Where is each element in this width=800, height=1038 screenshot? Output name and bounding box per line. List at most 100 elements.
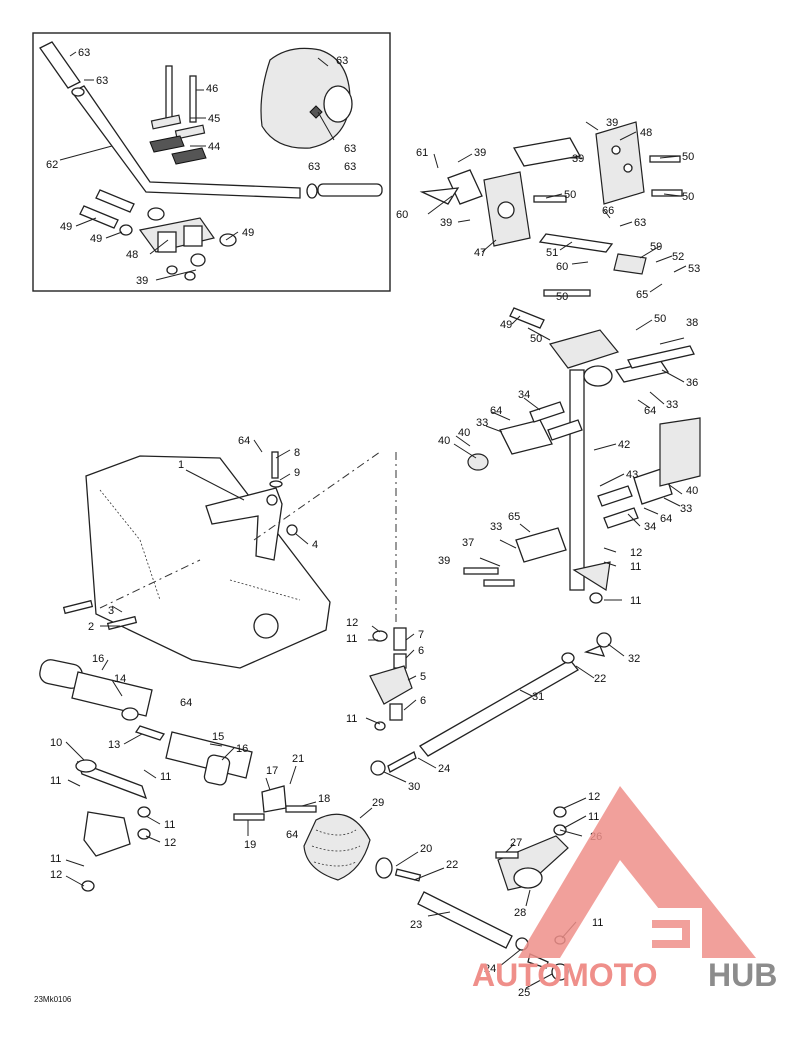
chassis-frame xyxy=(62,451,397,669)
callout-29: 29 xyxy=(372,797,384,809)
callout-27: 27 xyxy=(510,837,522,849)
callout-15: 15 xyxy=(212,731,224,743)
callout-63: 63 xyxy=(634,217,646,229)
callout-51: 51 xyxy=(546,247,558,259)
callout-33b: 33 xyxy=(476,417,488,429)
callout-59b: 63 xyxy=(308,161,320,173)
callout-47: 48 xyxy=(126,249,138,261)
callout-55: 60 xyxy=(556,261,568,273)
callout-11: 11 xyxy=(630,561,641,573)
callout-22b: 22 xyxy=(446,859,458,871)
inset-frame xyxy=(32,32,391,292)
callout-65: 65 xyxy=(636,289,648,301)
callout-11c: 11 xyxy=(346,633,357,645)
callout-64b: 64 xyxy=(180,697,192,709)
callout-46: 48 xyxy=(640,127,652,139)
callout-56: 60 xyxy=(396,209,408,221)
lower-shaft xyxy=(39,659,317,892)
callout-60b: 63 xyxy=(344,161,356,173)
callout-43: 45 xyxy=(208,113,220,125)
callout-64: 64 xyxy=(238,435,250,447)
callout-63d: 64 xyxy=(660,513,672,525)
watermark-logo: AUTOMOTO HUB xyxy=(472,786,777,993)
callout-19: 19 xyxy=(244,839,256,851)
handlebar-group xyxy=(39,41,383,281)
callout-36: 37 xyxy=(462,537,474,549)
callout-66: 66 xyxy=(602,205,614,217)
callout-9: 9 xyxy=(294,467,300,479)
callout-32: 32 xyxy=(628,653,640,665)
callout-62: 63 xyxy=(336,55,348,67)
callout-34: 34 xyxy=(518,389,530,401)
callout-11g: 11 xyxy=(164,819,175,831)
callout-44: 46 xyxy=(206,83,218,95)
callout-11h: 11 xyxy=(50,853,61,865)
callout-38: 39 xyxy=(438,555,450,567)
callout-12b: 12 xyxy=(346,617,358,629)
callout-50c: 50 xyxy=(682,191,694,203)
callout-37: 38 xyxy=(686,317,698,329)
callout-21: 21 xyxy=(292,753,304,765)
callout-17: 17 xyxy=(266,765,278,777)
callout-11j: 11 xyxy=(588,811,599,823)
watermark-inner-g xyxy=(652,920,690,948)
callout-50: 50 xyxy=(564,189,576,201)
callout-23: 23 xyxy=(410,919,422,931)
callout-39: 39 xyxy=(136,275,148,287)
callout-39b: 39 xyxy=(474,147,486,159)
callout-10: 10 xyxy=(50,737,62,749)
callout-58: 62 xyxy=(46,159,58,171)
callout-11d: 11 xyxy=(346,713,357,725)
callout-7: 7 xyxy=(418,629,424,641)
callout-6: 6 xyxy=(418,645,424,657)
callout-63c: 64 xyxy=(490,405,502,417)
callout-2: 2 xyxy=(88,621,94,633)
callout-57: 61 xyxy=(416,147,428,159)
callout-18: 18 xyxy=(318,793,330,805)
callout-41b: 43 xyxy=(626,469,638,481)
callout-39f: 40 xyxy=(438,435,450,447)
callout-12c: 12 xyxy=(164,837,176,849)
callout-53: 53 xyxy=(688,263,700,275)
callout-50d: 50 xyxy=(556,291,568,303)
callout-33d: 33 xyxy=(490,521,502,533)
callout-54: 59 xyxy=(650,241,662,253)
callout-12d: 12 xyxy=(50,869,62,881)
callout-3: 3 xyxy=(108,605,114,617)
callout-11e: 11 xyxy=(50,775,61,787)
callout-49d: 50 xyxy=(654,313,666,325)
callout-60: 63 xyxy=(78,47,90,59)
callout-12e: 12 xyxy=(588,791,600,803)
callout-31: 31 xyxy=(532,691,544,703)
callout-63b: 64 xyxy=(644,405,656,417)
callout-11f: 11 xyxy=(160,771,171,783)
callout-33: 33 xyxy=(666,399,678,411)
callout-11i: 11 xyxy=(592,917,603,929)
callout-13: 13 xyxy=(108,739,120,751)
callout-52: 52 xyxy=(672,251,684,263)
callout-20: 20 xyxy=(420,843,432,855)
callout-63e: 65 xyxy=(508,511,520,523)
callout-64c: 64 xyxy=(286,829,298,841)
callout-48b: 49 xyxy=(500,319,512,331)
steering-column-assembly xyxy=(463,307,701,591)
callout-12: 12 xyxy=(630,547,642,559)
lower-linkage xyxy=(369,592,612,776)
callout-6b: 6 xyxy=(420,695,426,707)
callout-59: 63 xyxy=(96,75,108,87)
callout-1: 1 xyxy=(178,459,184,471)
callout-16: 16 xyxy=(92,653,104,665)
callout-49b: 49 xyxy=(242,227,254,239)
callout-41: 42 xyxy=(618,439,630,451)
callout-16b: 16 xyxy=(236,743,248,755)
callout-35: 36 xyxy=(686,377,698,389)
callout-14: 14 xyxy=(114,673,126,685)
steering-bracket-upper xyxy=(419,121,683,297)
watermark-text-part1: AUTOMOTO xyxy=(472,957,657,993)
callout-11b: 11 xyxy=(630,595,641,607)
callout-42: 44 xyxy=(208,141,220,153)
callout-22: 22 xyxy=(594,673,606,685)
callout-61: 63 xyxy=(344,143,356,155)
callout-33c: 33 xyxy=(680,503,692,515)
